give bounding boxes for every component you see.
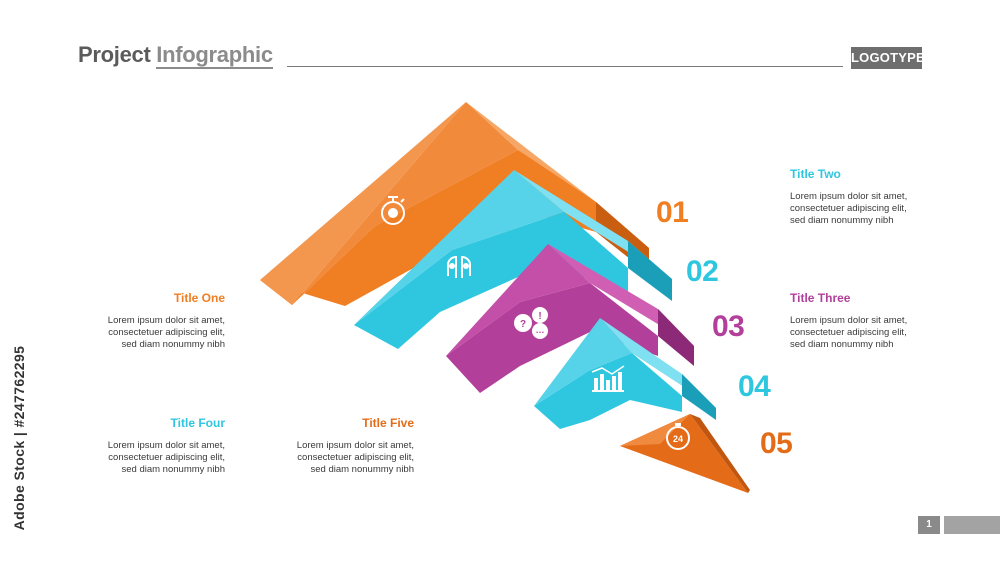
step-block-1: Title One Lorem ipsum dolor sit amet, co… — [75, 291, 225, 351]
step-number-04: 04 — [738, 370, 771, 403]
pyramid-layer-5 — [620, 414, 750, 493]
step-text-3-line-2: consectetuer adipiscing elit, — [790, 327, 907, 338]
step-text-5-line-2: consectetuer adipiscing elit, — [297, 452, 414, 463]
step-number-02: 02 — [686, 255, 719, 288]
step-text-5-line-1: Lorem ipsum dolor sit amet, — [296, 440, 414, 451]
step-number-01: 01 — [656, 196, 689, 229]
step-text-4-line-2: consectetuer adipiscing elit, — [108, 452, 225, 463]
step-title-5: Title Five — [362, 416, 414, 430]
step-title-3: Title Three — [790, 291, 851, 305]
step-text-5: Lorem ipsum dolor sit amet, consectetuer… — [264, 440, 414, 476]
step-text-3: Lorem ipsum dolor sit amet, consectetuer… — [790, 315, 940, 351]
header-divider — [287, 66, 843, 67]
page-title: Project Infographic — [78, 42, 273, 69]
step-text-1-line-3: sed diam nonummy nibh — [121, 339, 226, 350]
pyramid-layer-3 — [446, 244, 694, 393]
step-text-2: Lorem ipsum dolor sit amet, consectetuer… — [790, 191, 940, 227]
step-text-5-line-3: sed diam nonummy nibh — [310, 464, 415, 475]
step-text-3-line-1: Lorem ipsum dolor sit amet, — [790, 315, 908, 326]
chat-bubbles-icon: ? ! … — [514, 307, 548, 339]
bar-chart-icon — [591, 365, 625, 392]
step-text-1-line-2: consectetuer adipiscing elit, — [108, 327, 225, 338]
logotype-badge: LOGOTYPE — [851, 47, 925, 69]
footer-bar — [944, 516, 1000, 534]
svg-text:?: ? — [520, 319, 526, 330]
step-text-2-line-2: consectetuer adipiscing elit, — [790, 203, 907, 214]
pyramid-layer-2 — [354, 170, 672, 349]
step-number-03: 03 — [712, 310, 745, 343]
two-heads-icon — [446, 255, 472, 278]
step-text-4: Lorem ipsum dolor sit amet, consectetuer… — [75, 440, 225, 476]
svg-text:!: ! — [538, 311, 541, 322]
stopwatch-icon — [381, 196, 405, 225]
step-text-1-line-1: Lorem ipsum dolor sit amet, — [107, 315, 225, 326]
step-number-05: 05 — [760, 427, 793, 460]
step-text-2-line-3: sed diam nonummy nibh — [790, 215, 894, 226]
step-title-4: Title Four — [170, 416, 225, 430]
step-block-4: Title Four Lorem ipsum dolor sit amet, c… — [75, 416, 225, 476]
page-number-badge: 1 — [918, 516, 940, 534]
svg-text:…: … — [536, 325, 545, 335]
step-text-2-line-1: Lorem ipsum dolor sit amet, — [790, 191, 908, 202]
step-text-4-line-1: Lorem ipsum dolor sit amet, — [107, 440, 225, 451]
step-text-3-line-3: sed diam nonummy nibh — [790, 339, 894, 350]
step-text-4-line-3: sed diam nonummy nibh — [121, 464, 226, 475]
step-block-5: Title Five Lorem ipsum dolor sit amet, c… — [264, 416, 414, 476]
step-text-1: Lorem ipsum dolor sit amet, consectetuer… — [75, 315, 225, 351]
step-block-3: Title Three Lorem ipsum dolor sit amet, … — [790, 291, 940, 351]
title-word-project: Project — [78, 42, 151, 67]
svg-text:24: 24 — [673, 434, 683, 444]
step-block-2: Title Two Lorem ipsum dolor sit amet, co… — [790, 167, 940, 227]
title-word-infographic: Infographic — [156, 42, 273, 69]
clock-24-icon: 24 — [666, 423, 690, 450]
step-title-1: Title One — [173, 291, 225, 305]
step-title-2: Title Two — [790, 167, 841, 181]
